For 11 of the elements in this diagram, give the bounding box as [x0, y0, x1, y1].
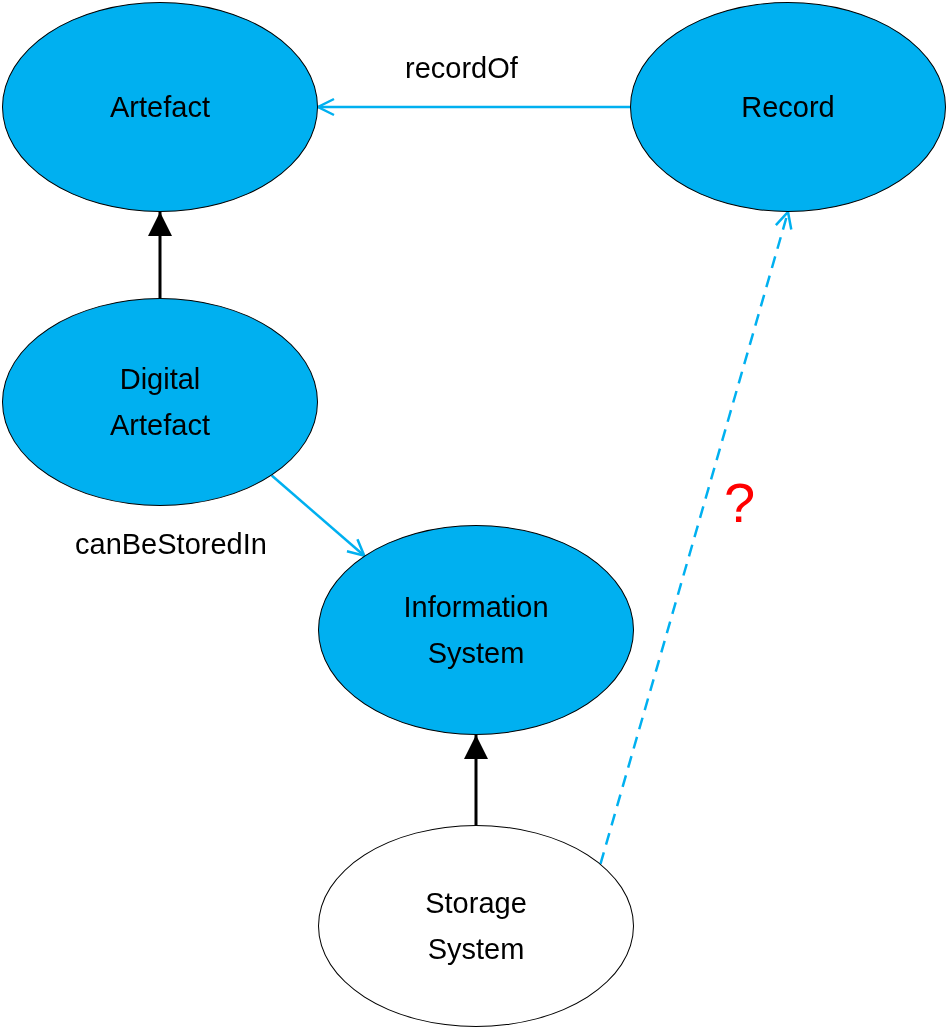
node-label: Storage System — [424, 886, 528, 967]
arrow — [148, 212, 172, 298]
arrow — [316, 97, 630, 117]
node-label: Information System — [402, 590, 550, 671]
dashed-arrow — [599, 210, 793, 865]
question-mark: ? — [724, 470, 756, 535]
arrow — [270, 474, 366, 557]
node-label: Artefact — [110, 90, 210, 125]
node-label: Record — [741, 90, 835, 125]
node-label: Digital Artefact — [109, 362, 211, 443]
arrow — [464, 735, 488, 825]
